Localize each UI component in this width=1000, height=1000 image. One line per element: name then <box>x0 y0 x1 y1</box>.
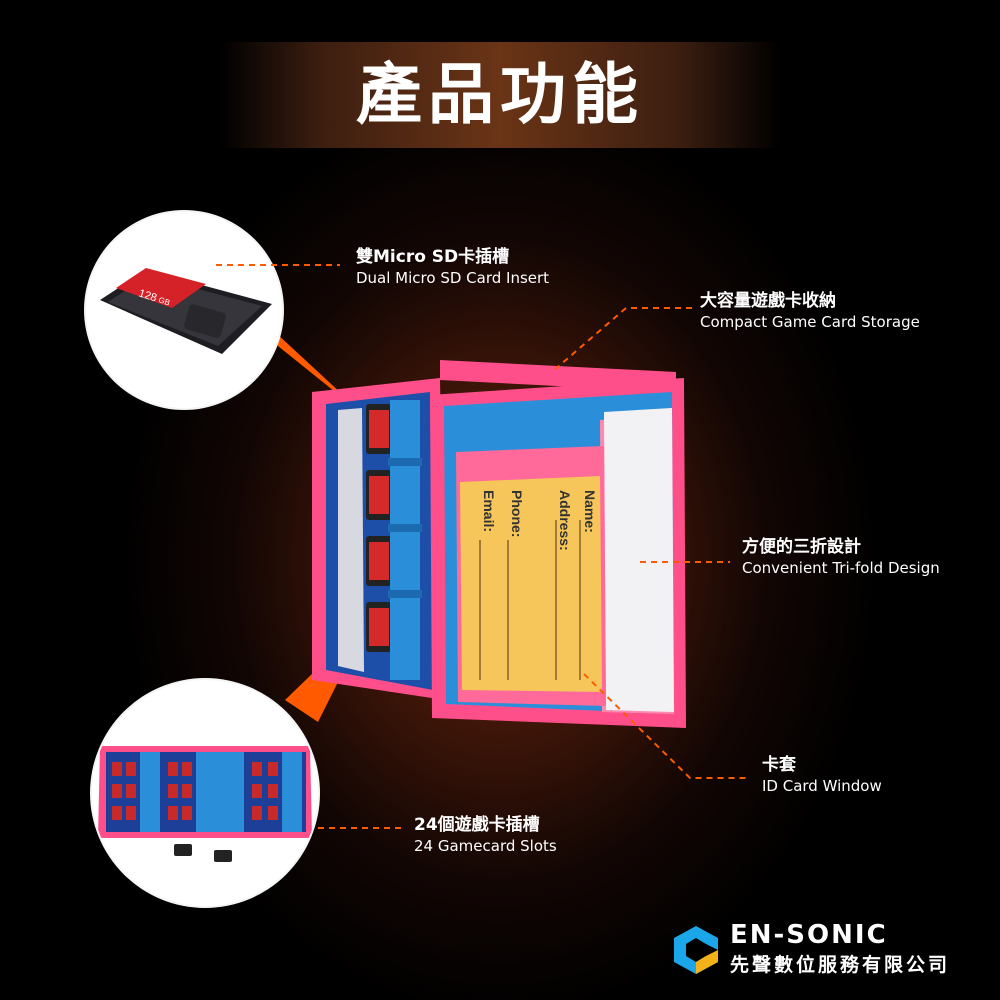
open-case-cards <box>112 762 278 820</box>
brand-logo-icon <box>674 926 718 974</box>
micro-sd-card <box>116 268 206 308</box>
open-case-illustration <box>98 746 312 862</box>
trifold-feature-title: 方便的三折設計 <box>742 537 861 557</box>
loose-game-card <box>174 844 192 856</box>
page-title: 產品功能 <box>356 56 644 133</box>
loose-game-card <box>214 850 232 862</box>
velcro-strip-left <box>338 408 364 672</box>
sd-insert-detail-circle: 128 GB <box>86 212 282 408</box>
sd-capacity: 128 <box>137 287 158 304</box>
game-card-label <box>369 476 389 514</box>
id-card <box>460 476 602 692</box>
sd-feature-title: 雙Micro SD卡插槽 <box>356 247 510 267</box>
open-case-straps <box>140 752 302 832</box>
title-band <box>220 42 780 148</box>
slots-feature-subtitle: 24 Gamecard Slots <box>414 837 557 855</box>
storage-feature-subtitle: Compact Game Card Storage <box>700 313 920 331</box>
trifold-feature-label: 方便的三折設計 Convenient Tri-fold Design <box>742 536 940 578</box>
idcard-feature-title: 卡套 <box>762 755 796 775</box>
storage-connector <box>551 307 692 373</box>
trifold-feature-subtitle: Convenient Tri-fold Design <box>742 559 940 577</box>
id-card-address: Address: <box>557 490 573 551</box>
id-card-lines <box>479 520 581 680</box>
idcard-feature-label: 卡套 ID Card Window <box>762 754 882 796</box>
idcard-feature-subtitle: ID Card Window <box>762 777 882 795</box>
id-card-phone: Phone: <box>509 490 525 537</box>
brand-block: EN-SONIC 先聲數位服務有限公司 <box>670 920 970 980</box>
storage-feature-title: 大容量遊戲卡收納 <box>700 291 836 311</box>
sd-feature-subtitle: Dual Micro SD Card Insert <box>356 269 550 287</box>
sd-insert-illustration: 128 GB <box>100 268 272 354</box>
sd-unit: GB <box>157 295 171 307</box>
slots-feature-title: 24個遊戲卡插槽 <box>414 815 540 835</box>
idcard-connector <box>583 673 750 779</box>
sd-slot-empty <box>184 304 226 338</box>
elastic-straps <box>388 400 422 680</box>
brand-company: 先聲數位服務有限公司 <box>730 954 951 976</box>
game-card-label <box>369 608 389 646</box>
brand-name: EN-SONIC <box>730 920 888 950</box>
velcro-strip-right <box>604 408 674 712</box>
id-card-email: Email: <box>481 490 497 532</box>
game-card-label <box>369 410 389 448</box>
game-card-column <box>366 404 392 652</box>
sd-feature-label: 雙Micro SD卡插槽 Dual Micro SD Card Insert <box>356 246 549 288</box>
storage-feature-label: 大容量遊戲卡收納 Compact Game Card Storage <box>700 290 920 332</box>
game-card-label <box>369 542 389 580</box>
id-card-name: Name: <box>582 490 598 533</box>
open-case-detail-circle <box>92 680 318 906</box>
slots-feature-label: 24個遊戲卡插槽 24 Gamecard Slots <box>414 814 557 856</box>
